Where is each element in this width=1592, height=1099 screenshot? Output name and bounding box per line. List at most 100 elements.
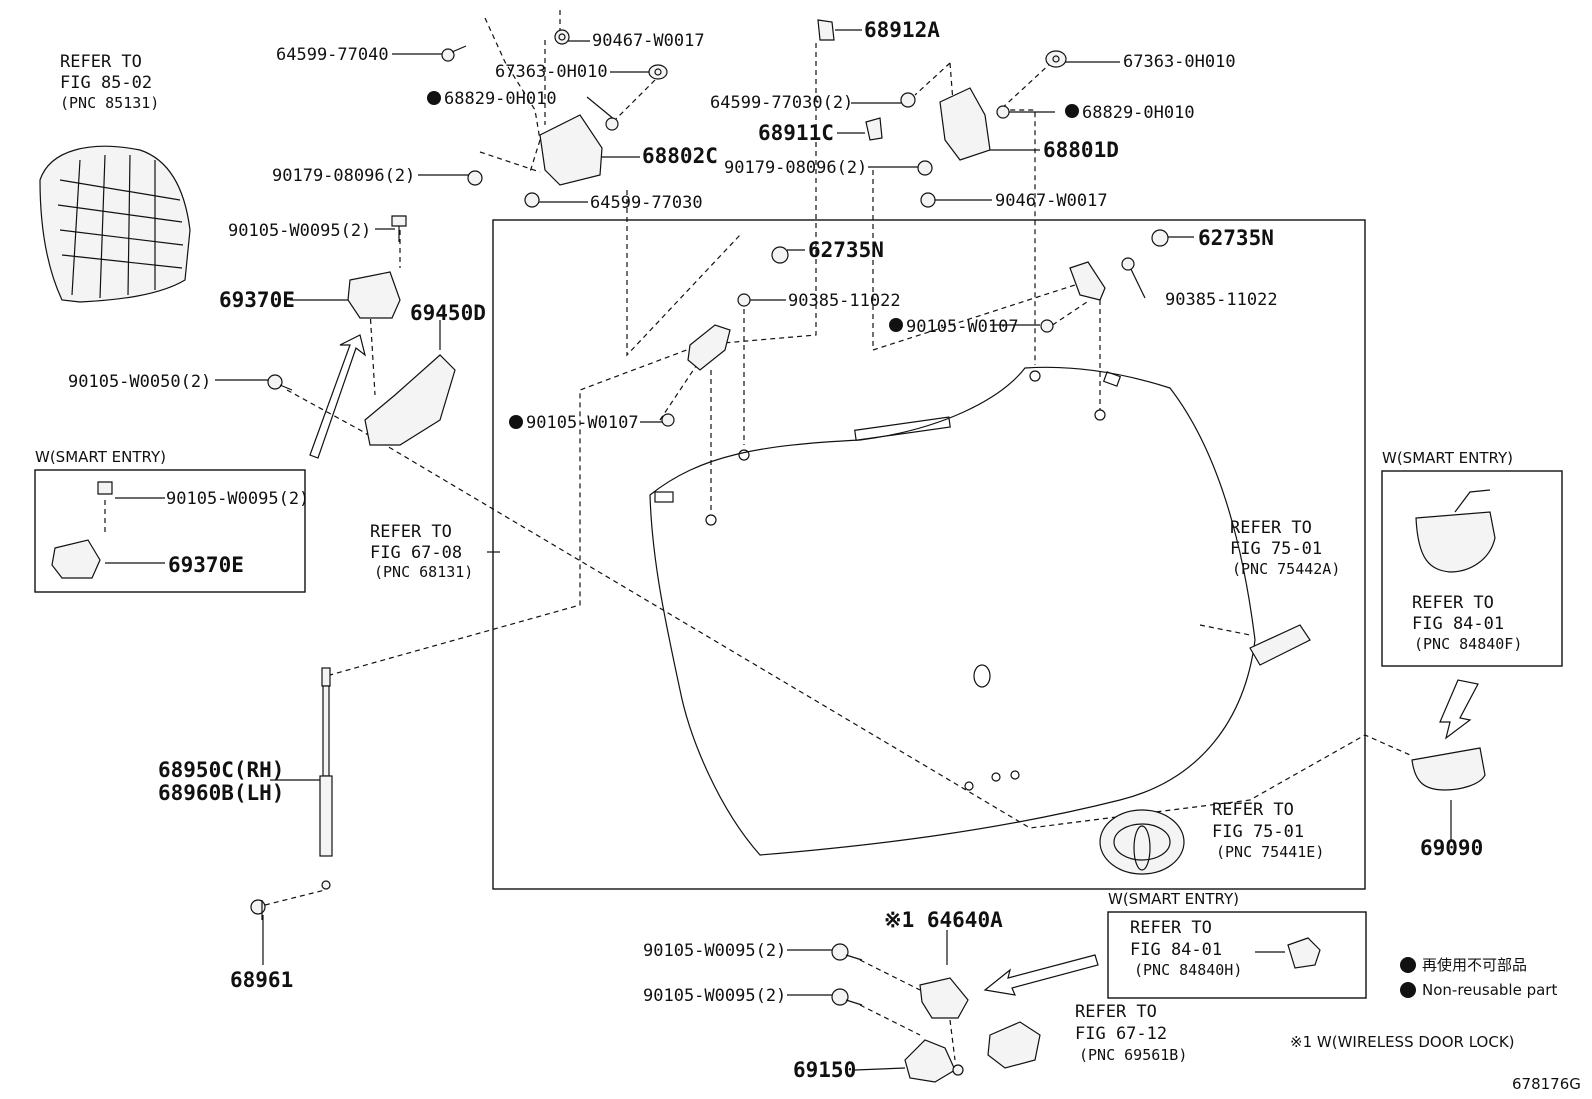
toyota-emblem <box>1099 809 1185 875</box>
svg-text:(PNC 85131): (PNC 85131) <box>60 94 159 112</box>
legend-jp: 再使用不可部品 <box>1422 956 1527 974</box>
ref-84840H: REFER TO FIG 84-01 (PNC 84840H) <box>1130 918 1242 979</box>
label-68829-right: 68829-0H010 <box>1082 103 1195 123</box>
label-68960B: 68960B(LH) <box>158 781 284 805</box>
non-reusable-marker <box>509 415 523 429</box>
bolt-90105-W0095-a <box>831 943 863 961</box>
label-90105-W0107-left: 90105-W0107 <box>526 413 639 433</box>
svg-text:(PNC 75442A): (PNC 75442A) <box>1232 560 1340 578</box>
switch-assembly <box>1249 624 1311 666</box>
label-64599-77030-2: 64599-77030(2) <box>710 93 853 113</box>
glass-hole-small <box>991 772 1001 782</box>
label-67363-right: 67363-0H010 <box>1123 52 1236 72</box>
dash-line <box>286 389 1411 829</box>
clip-68912A <box>817 19 835 41</box>
washer-67363-right <box>1045 50 1067 68</box>
nut-90467-right <box>920 192 936 208</box>
legend-en: Non-reusable part <box>1422 981 1557 999</box>
dash-line <box>264 889 326 906</box>
dash-line <box>859 959 921 991</box>
ref-75441E: REFER TO FIG 75-01 (PNC 75441E) <box>1212 800 1324 861</box>
ref-68131: REFER TO FIG 67-08 (PNC 68131) <box>370 522 473 581</box>
ref-84840F: REFER TO FIG 84-01 (PNC 84840F) <box>1412 593 1522 653</box>
grommet-62735N-right <box>1151 229 1169 247</box>
ref-75442A: REFER TO FIG 75-01 (PNC 75442A) <box>1230 518 1340 578</box>
label-69450D: 69450D <box>410 301 486 325</box>
stud-68961 <box>250 899 266 920</box>
dash-line <box>544 10 561 125</box>
svg-text:REFER TO: REFER TO <box>370 522 452 542</box>
label-90105-W0095-box: 90105-W0095(2) <box>166 489 309 509</box>
svg-text:REFER TO: REFER TO <box>1412 593 1494 613</box>
smart-entry-label-right: W(SMART ENTRY) <box>1382 449 1513 467</box>
cushion-68829-left <box>605 117 619 131</box>
svg-text:REFER TO: REFER TO <box>1212 800 1294 820</box>
legend-bullet <box>1400 982 1416 998</box>
smart-entry-box-left <box>34 469 306 593</box>
svg-text:(PNC 75441E): (PNC 75441E) <box>1216 843 1324 861</box>
glass-hole-small <box>705 514 717 526</box>
actuator-69561B <box>987 1021 1041 1069</box>
svg-text:FIG 85-02: FIG 85-02 <box>60 73 152 93</box>
bolt-90105-W0095-box <box>97 481 113 495</box>
switch-84840H <box>1287 937 1321 969</box>
dash-line <box>369 309 376 396</box>
glass-tab <box>654 491 674 503</box>
bolt-90105-W0107-left <box>661 413 675 427</box>
handle-arrow <box>1439 679 1479 740</box>
bracket-69450D <box>364 354 456 446</box>
ref-69561B: REFER TO FIG 67-12 (PNC 69561B) <box>1075 1002 1187 1064</box>
bracket-left <box>687 324 731 371</box>
svg-text:(PNC 84840H): (PNC 84840H) <box>1134 961 1242 979</box>
label-67363-left: 67363-0H010 <box>495 62 608 82</box>
label-64599-77040: 64599-77040 <box>276 45 389 65</box>
lamp-assembly <box>39 145 191 303</box>
bolt-90105-W0107-right <box>1040 319 1054 333</box>
label-90179-right: 90179-08096(2) <box>724 158 867 178</box>
cushion-68829-right <box>996 105 1010 119</box>
svg-text:REFER TO: REFER TO <box>1075 1002 1157 1022</box>
glass-hole <box>973 664 991 688</box>
label-68801D: 68801D <box>1043 138 1119 162</box>
screw-90179-right <box>917 160 933 176</box>
label-90105-W0095-a: 90105-W0095(2) <box>643 941 786 961</box>
back-door-glass <box>649 366 1256 856</box>
label-68950C: 68950C(RH) <box>158 758 284 782</box>
glass-hole-small <box>1029 370 1041 382</box>
bolt-90105-W0050 <box>267 374 293 391</box>
label-62735N-left: 62735N <box>808 238 884 262</box>
svg-text:FIG 75-01: FIG 75-01 <box>1212 822 1304 842</box>
label-90105-W0095-b: 90105-W0095(2) <box>643 986 786 1006</box>
lamp-grid <box>57 154 184 299</box>
svg-text:FIG 84-01: FIG 84-01 <box>1412 614 1504 634</box>
label-90467-W0017-right: 90467-W0017 <box>995 191 1108 211</box>
smart-entry-box-right <box>1381 470 1563 667</box>
label-90385-right: 90385-11022 <box>1165 290 1278 310</box>
dash-line <box>659 359 701 421</box>
grommet-62735N-left <box>771 246 789 264</box>
smart-entry-label-bottom: W(SMART ENTRY) <box>1108 890 1239 908</box>
label-68912A: 68912A <box>864 18 940 42</box>
glass-hole-small <box>964 781 974 791</box>
bolt-64599-77030 <box>524 192 540 208</box>
back-door-stay <box>319 667 333 890</box>
smart-entry-label-left: W(SMART ENTRY) <box>35 448 166 466</box>
glass-hole-small <box>1094 409 1106 421</box>
svg-text:FIG 67-08: FIG 67-08 <box>370 543 462 563</box>
label-90385-left: 90385-11022 <box>788 291 901 311</box>
bolt-90105-W0095-b <box>831 988 863 1006</box>
screw-90179-left <box>467 170 483 186</box>
handle-69090 <box>1411 747 1486 791</box>
label-90467-W0017-top: 90467-W0017 <box>592 31 705 51</box>
label-68961: 68961 <box>230 968 293 992</box>
svg-text:REFER TO: REFER TO <box>1130 918 1212 938</box>
ref-85131: REFER TO FIG 85-02 (PNC 85131) <box>60 52 159 112</box>
glass-slot <box>854 416 951 441</box>
latch-69370E <box>347 271 401 319</box>
label-62735N-right: 62735N <box>1198 226 1274 250</box>
label-69150: 69150 <box>793 1058 856 1082</box>
handle-84840F <box>1415 489 1496 573</box>
lock-64640A <box>919 977 969 1019</box>
nut-90467-top <box>554 29 570 45</box>
